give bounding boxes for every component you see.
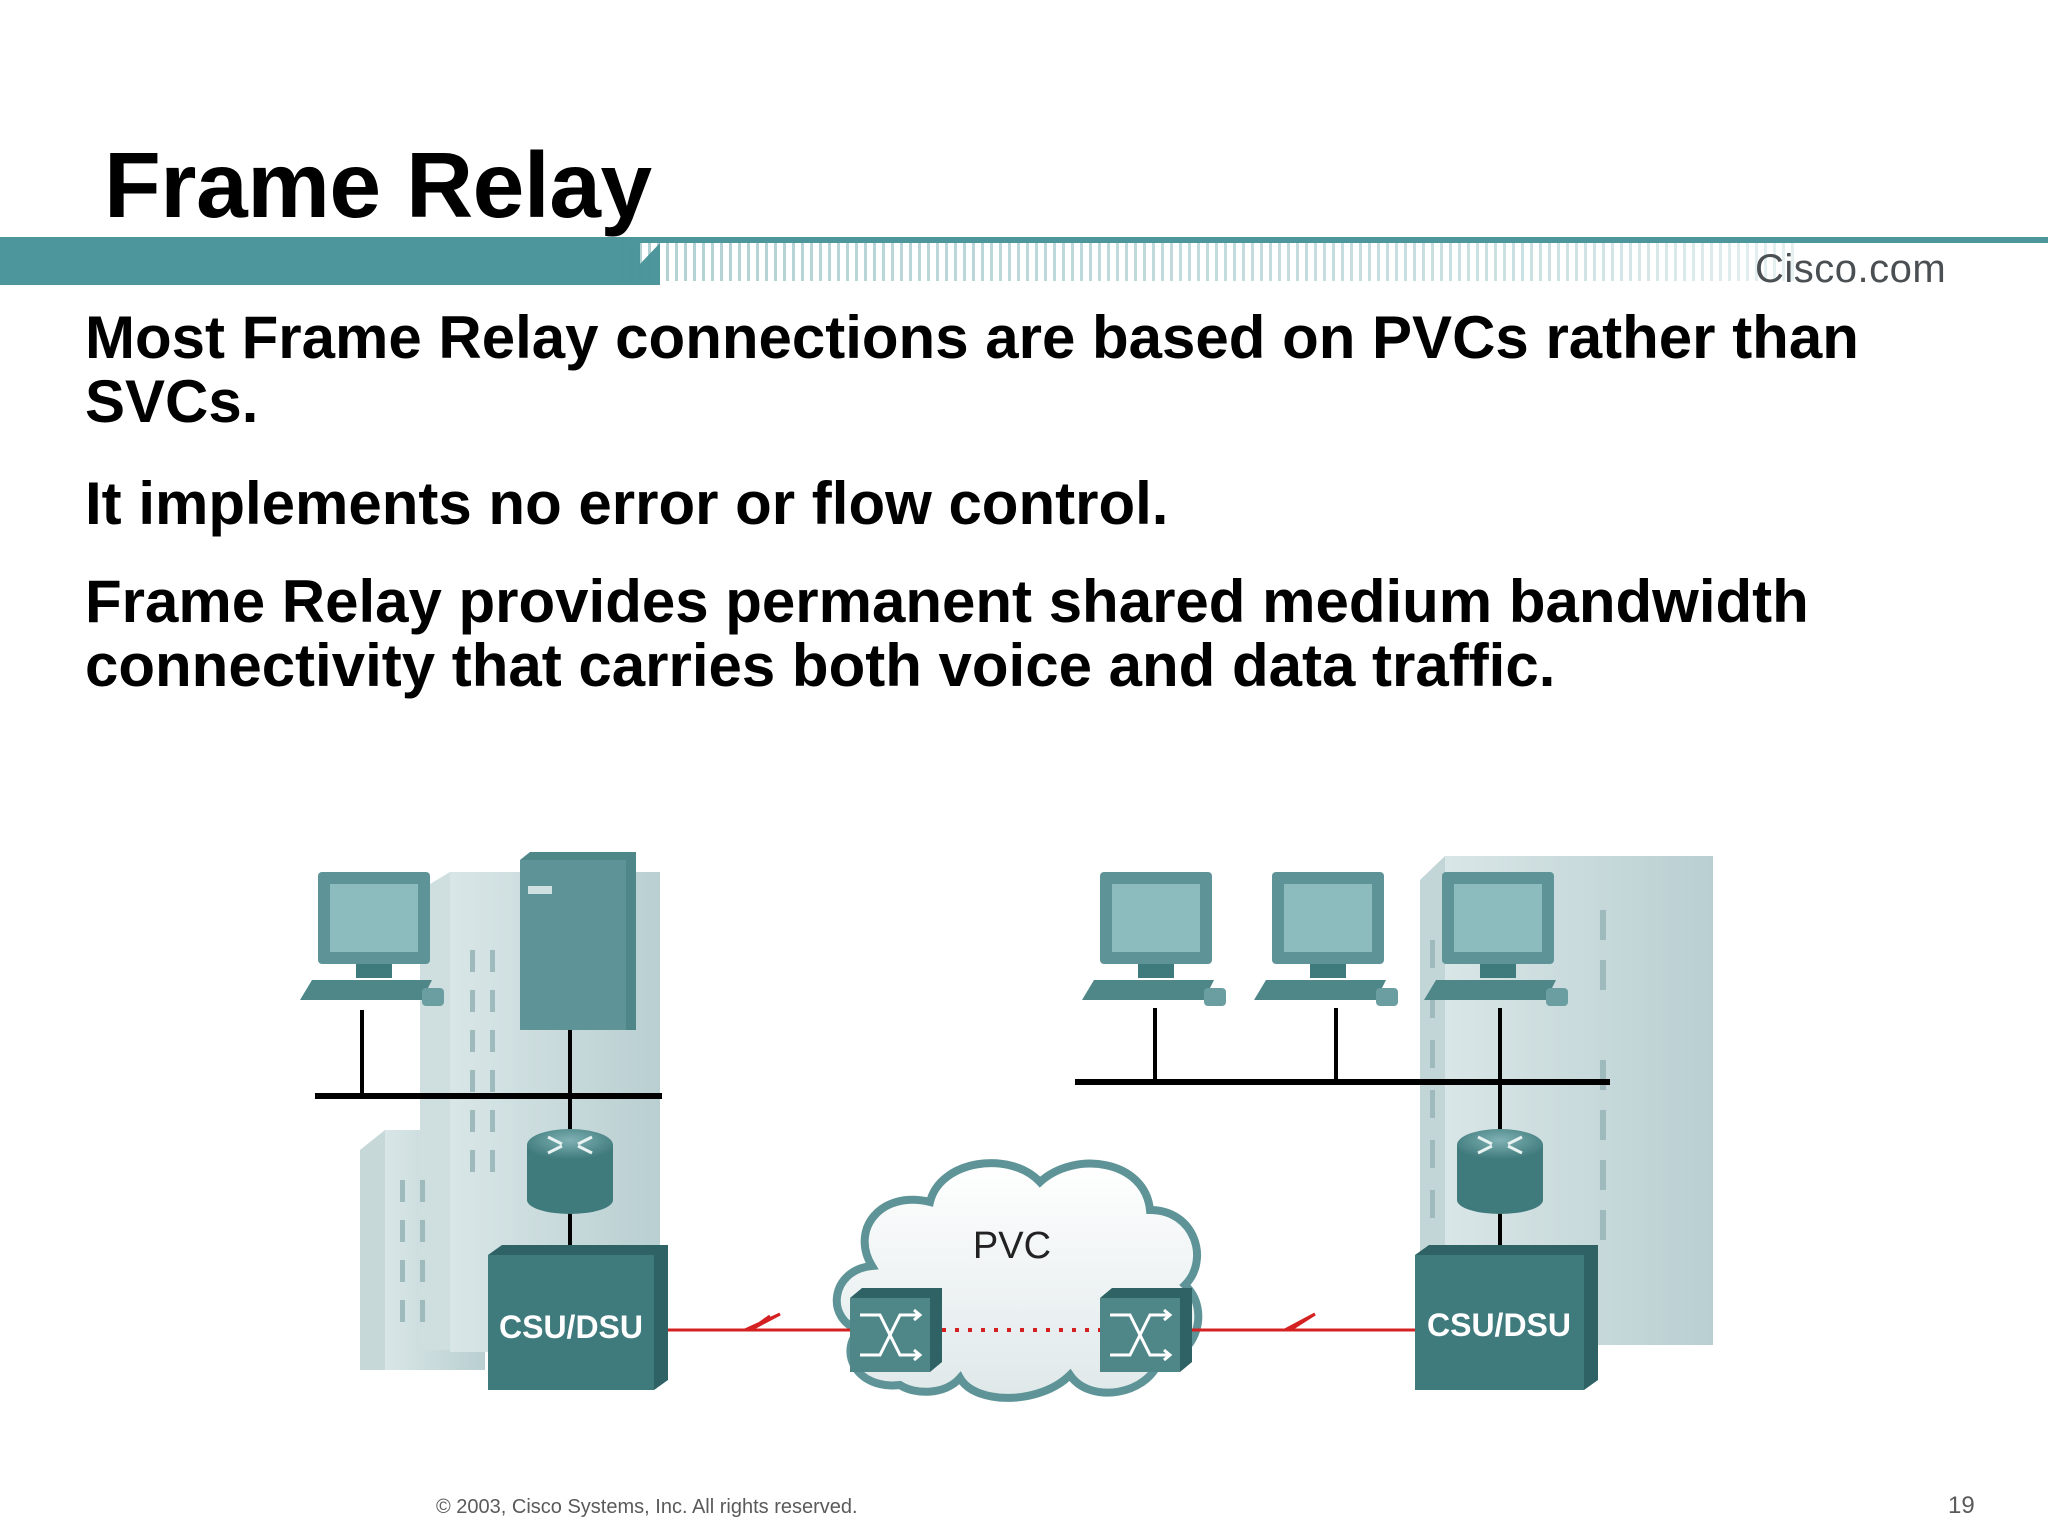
- left-csu-dsu-icon: CSU/DSU: [488, 1245, 668, 1390]
- bullet-2: It implements no error or flow control.: [85, 470, 1169, 537]
- left-computer-icon: [300, 872, 444, 1006]
- page-number: 19: [1948, 1492, 1975, 1519]
- serial-link-left: [668, 1312, 850, 1332]
- left-lan-lines: [315, 1010, 662, 1255]
- right-csu-dsu-label: CSU/DSU: [1427, 1307, 1571, 1343]
- header-bar: [0, 237, 2048, 285]
- right-computer-icon-2: [1254, 872, 1398, 1006]
- left-router-icon: [527, 1129, 613, 1214]
- right-switch-icon: [1100, 1288, 1192, 1372]
- network-diagram: CSU/DSU: [300, 852, 1713, 1402]
- slide-title: Frame Relay: [104, 133, 652, 237]
- bullet-3: Frame Relay provides permanent shared me…: [85, 568, 1809, 699]
- right-lan-lines: [1075, 1008, 1610, 1255]
- pvc-label: PVC: [973, 1225, 1051, 1267]
- right-router-icon: [1457, 1129, 1543, 1214]
- right-computer-icon-3: [1424, 872, 1568, 1006]
- left-switch-icon: [850, 1288, 942, 1372]
- left-csu-dsu-label: CSU/DSU: [499, 1309, 643, 1345]
- bullet-1: Most Frame Relay connections are based o…: [85, 304, 1859, 435]
- right-csu-dsu-icon: CSU/DSU: [1415, 1245, 1598, 1390]
- copyright-footer: © 2003, Cisco Systems, Inc. All rights r…: [436, 1496, 858, 1518]
- right-computer-icon-1: [1082, 872, 1226, 1006]
- bullet-list: Most Frame Relay connections are based o…: [85, 306, 1985, 736]
- serial-link-right: [1192, 1312, 1415, 1332]
- cisco-logo-text: Cisco.com: [1755, 247, 1947, 291]
- left-server-icon: [520, 852, 636, 1030]
